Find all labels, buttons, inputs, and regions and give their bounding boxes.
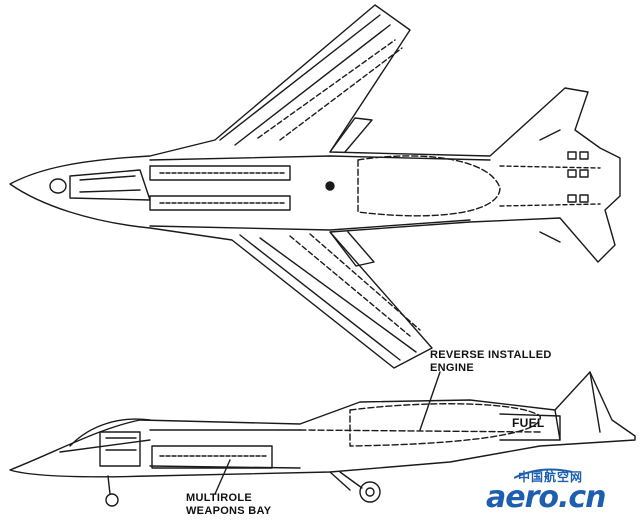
plan-view-outline [9, 4, 621, 369]
fuel-label: FUEL [512, 416, 545, 430]
plane-swoosh-icon [514, 468, 573, 479]
engine-leader-line [419, 371, 441, 431]
watermark-chinese-text: 中国航空网 [518, 470, 584, 484]
site-watermark: 中国航空网 aero.cn [486, 468, 636, 518]
side-view-outline [9, 371, 636, 478]
weapons-bay-label: MULTIROLE WEAPONS BAY [186, 492, 272, 517]
plan-view [9, 4, 621, 369]
engine-label: REVERSE INSTALLED ENGINE [430, 349, 552, 374]
watermark-logo-text: aero.cn [486, 480, 607, 515]
side-view [9, 371, 636, 507]
weapons-bay-leader-line [214, 459, 231, 495]
